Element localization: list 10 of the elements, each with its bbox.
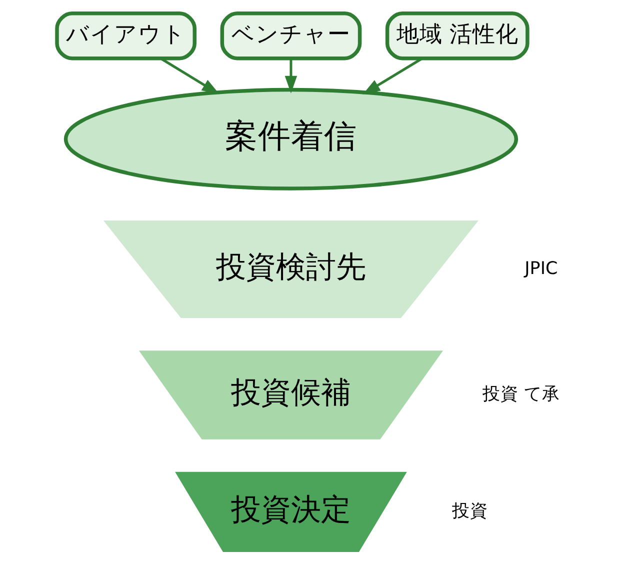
arrow xyxy=(160,57,220,94)
label: 投資 て承 xyxy=(482,384,560,405)
label: 投資 xyxy=(452,502,488,522)
node-box: 地域 活性化 xyxy=(385,12,530,60)
node-box: ベンチャー xyxy=(220,12,362,60)
arrow xyxy=(362,57,423,94)
node-box: バイアウト xyxy=(55,12,197,60)
node-ellipse: 案件着信 xyxy=(64,88,518,190)
label: JPIC xyxy=(524,258,558,279)
arrow xyxy=(284,58,298,94)
